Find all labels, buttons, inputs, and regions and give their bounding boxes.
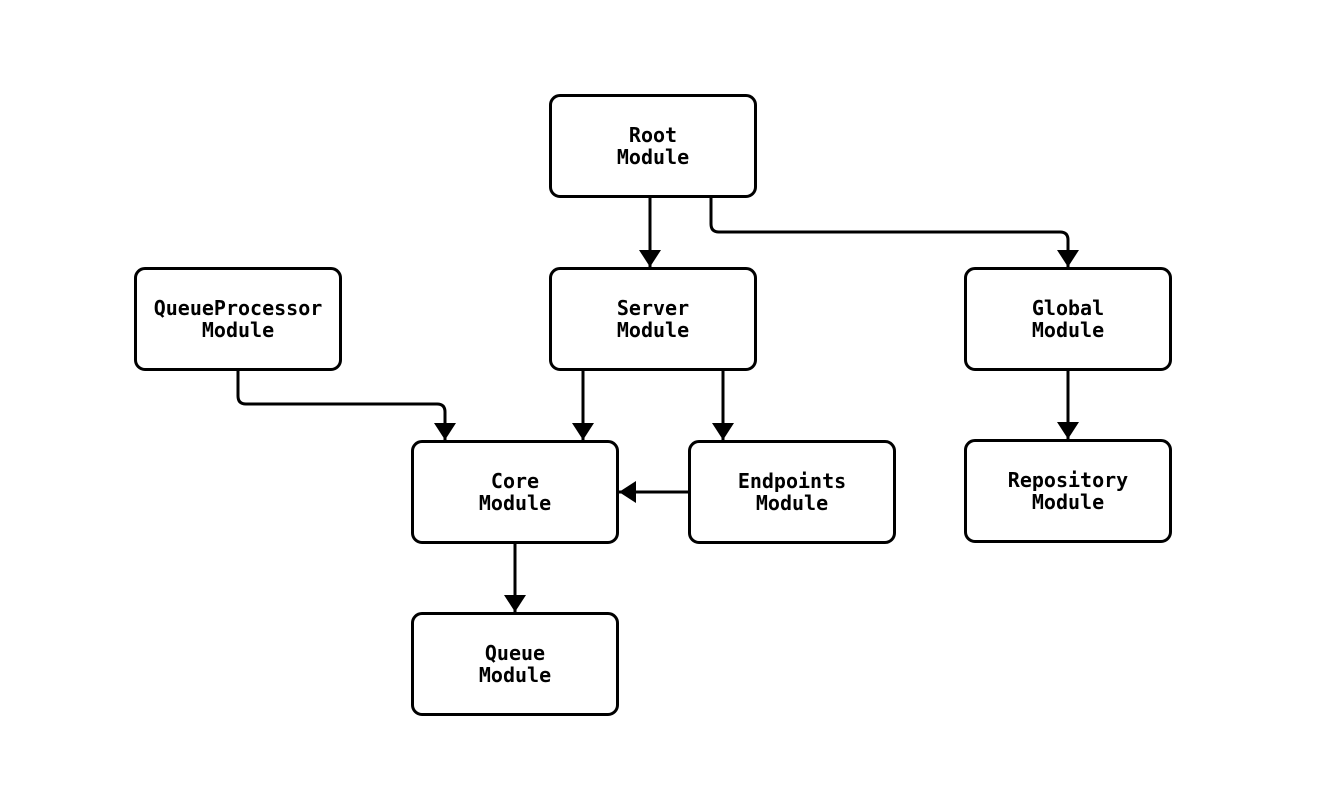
node-root-module-label: Root Module: [616, 123, 690, 169]
node-repository-module-label: Repository Module: [1007, 468, 1129, 514]
node-root-module: Root Module: [549, 94, 757, 198]
edge-root-to-global: [709, 198, 1079, 267]
edge-queueprocessor-to-core: [236, 371, 456, 440]
node-endpoints-module-label: Endpoints Module: [737, 469, 847, 515]
node-queueprocessor-module: QueueProcessor Module: [134, 267, 342, 371]
node-global-module-label: Global Module: [1031, 296, 1105, 342]
node-server-module-label: Server Module: [616, 296, 690, 342]
node-endpoints-module: Endpoints Module: [688, 440, 896, 544]
node-repository-module: Repository Module: [964, 439, 1172, 543]
node-global-module: Global Module: [964, 267, 1172, 371]
node-queueprocessor-module-label: QueueProcessor Module: [153, 296, 323, 342]
node-queue-module: Queue Module: [411, 612, 619, 716]
node-core-module-label: Core Module: [478, 469, 552, 515]
node-server-module: Server Module: [549, 267, 757, 371]
node-core-module: Core Module: [411, 440, 619, 544]
node-queue-module-label: Queue Module: [478, 641, 552, 687]
